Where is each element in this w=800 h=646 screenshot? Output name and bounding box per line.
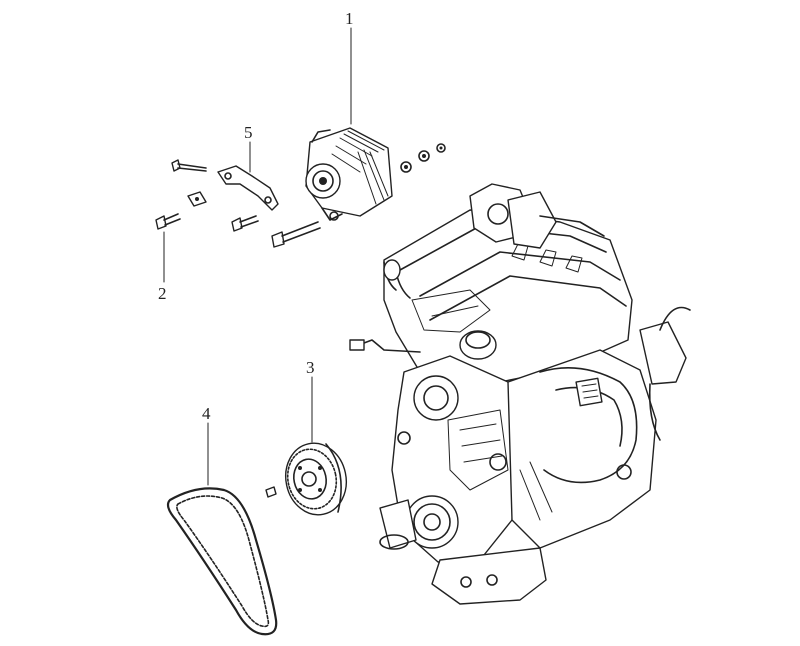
bolts [155, 159, 321, 248]
callout-label-3: 3 [306, 358, 315, 377]
engine-assembly [349, 183, 691, 605]
crankshaft-pulley [285, 442, 347, 516]
alternator-nuts [400, 143, 446, 173]
pulley-bolt [265, 486, 277, 498]
callout-4: 4 [202, 404, 211, 486]
callout-3: 3 [306, 358, 315, 443]
callout-label-2: 2 [158, 284, 167, 303]
alternator [305, 127, 393, 221]
callout-label-1: 1 [345, 9, 354, 28]
adjusting-bracket [217, 165, 279, 211]
callout-label-4: 4 [202, 404, 211, 423]
callout-label-5: 5 [244, 123, 253, 142]
callout-2: 2 [158, 231, 167, 303]
callout-5: 5 [244, 123, 253, 173]
drive-belt [166, 487, 278, 636]
callout-1: 1 [345, 9, 354, 125]
